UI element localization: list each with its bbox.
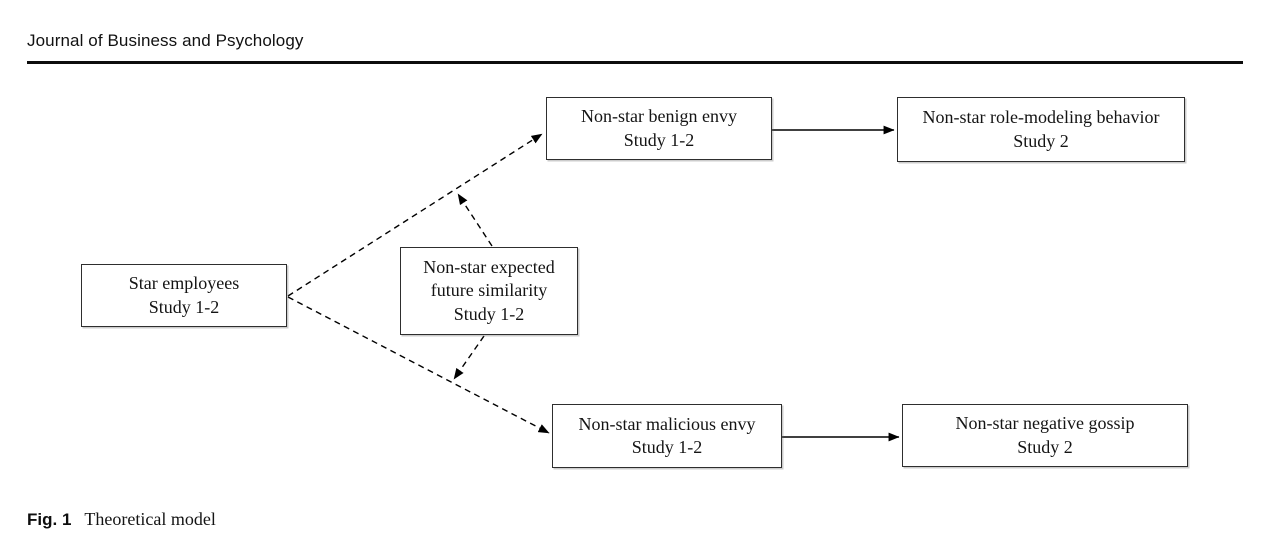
node-line: Non-star role-modeling behavior xyxy=(922,107,1160,127)
node-benign-envy: Non-star benign envy Study 1-2 xyxy=(546,97,772,160)
edge-similarity-moderates-malicious-path xyxy=(453,335,485,380)
header-rule xyxy=(27,61,1243,64)
node-line: Study 2 xyxy=(1013,130,1069,151)
node-line: Study 2 xyxy=(1017,436,1073,457)
node-line: Study 1-2 xyxy=(453,303,525,324)
node-malicious-envy: Non-star malicious envy Study 1-2 xyxy=(552,404,782,468)
figure-caption-label: Fig. 1 xyxy=(27,510,72,529)
node-line: Non-star benign envy xyxy=(581,106,737,126)
journal-header: Journal of Business and Psychology xyxy=(27,31,304,50)
node-line: Non-star negative gossip xyxy=(955,413,1135,433)
edge-star-to-benign-envy xyxy=(287,133,543,297)
node-line: Star employees xyxy=(128,273,240,293)
edge-similarity-moderates-benign-path xyxy=(457,193,493,247)
node-line: Study 1-2 xyxy=(148,296,220,317)
node-line: Non-star malicious envy xyxy=(578,413,756,434)
node-star-employees: Star employees Study 1-2 xyxy=(81,264,287,327)
edge-star-to-malicious-envy xyxy=(287,296,550,434)
figure-caption: Fig. 1 Theoretical model xyxy=(27,509,216,530)
node-line: Study 1-2 xyxy=(631,437,703,457)
node-line: Non-star expected xyxy=(423,256,555,277)
figure-caption-text: Theoretical model xyxy=(84,509,216,529)
node-negative-gossip: Non-star negative gossip Study 2 xyxy=(902,404,1188,467)
node-line: future similarity xyxy=(430,280,548,301)
node-expected-future-similarity: Non-star expected future similarity Stud… xyxy=(400,247,578,335)
node-role-modeling-behavior: Non-star role-modeling behavior Study 2 xyxy=(897,97,1185,162)
node-line: Study 1-2 xyxy=(623,129,695,150)
